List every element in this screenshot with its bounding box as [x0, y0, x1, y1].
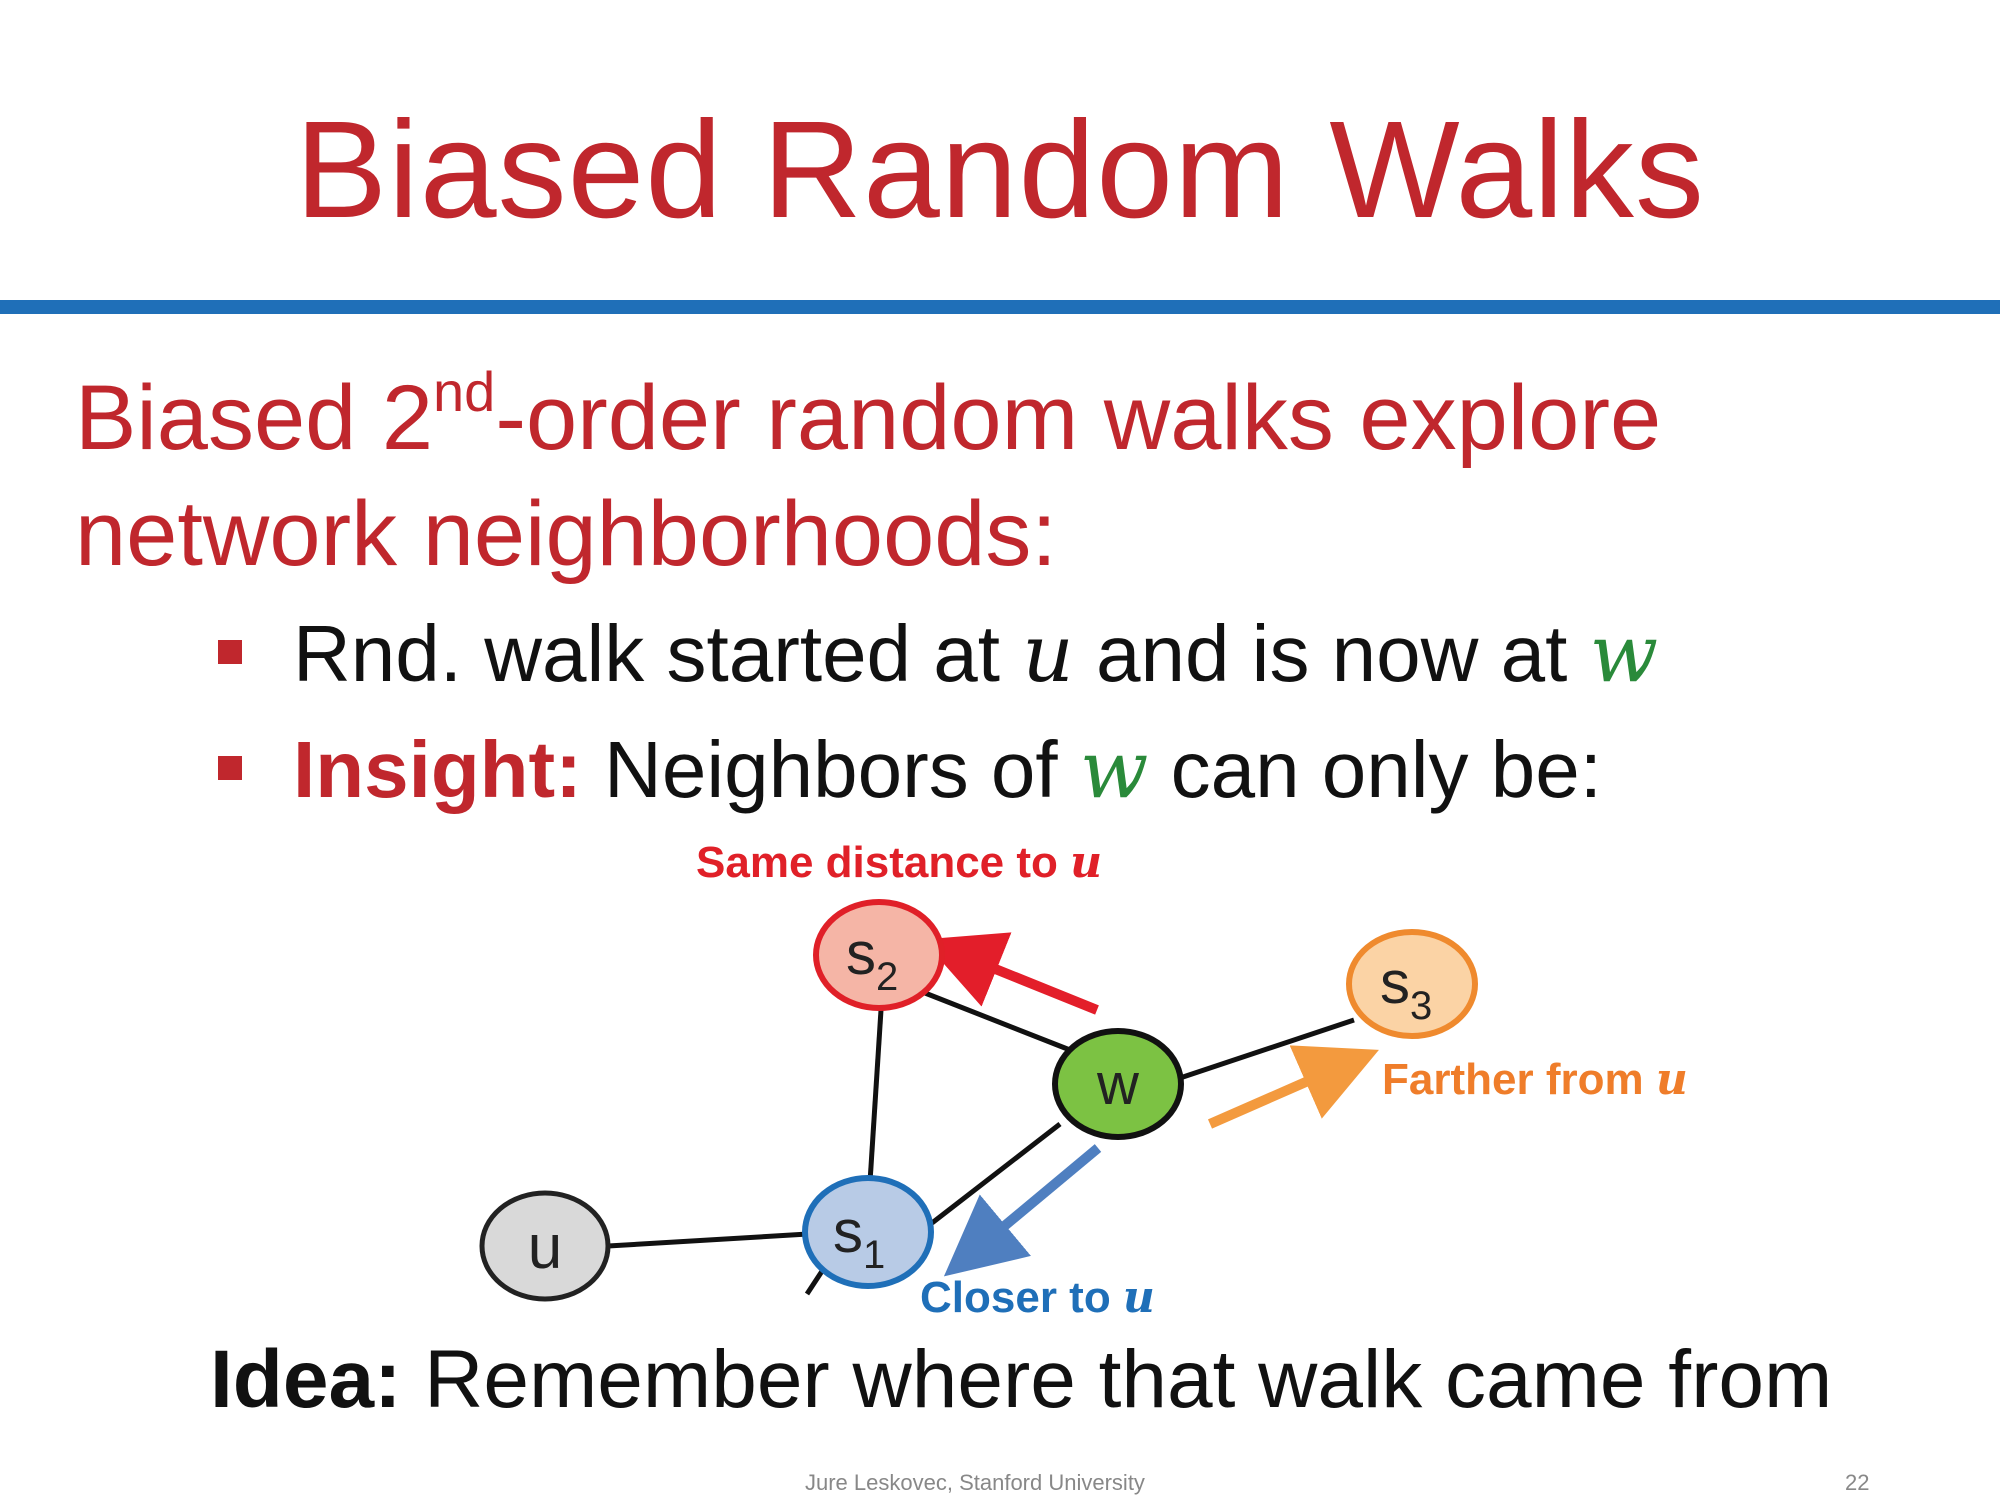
node-s3-subscript: 3 [1410, 984, 1432, 1028]
bullet1-text-b: and is now at [1073, 609, 1590, 698]
edge-s2-s1 [867, 1009, 884, 1183]
page-number: 22 [1845, 1470, 1870, 1495]
bullet2-var-w: w [1079, 723, 1149, 816]
idea-text: Remember where that walk came from [401, 1334, 1833, 1425]
node-s2: s2 [813, 899, 945, 1011]
edge-s2-w [924, 990, 1071, 1053]
bullet1-var-u: u [1022, 607, 1074, 700]
idea-statement: Idea: Remember where that walk came from [210, 1330, 1990, 1430]
red-arrow-same-distance [922, 932, 1099, 1015]
node-w: w [1052, 1028, 1184, 1140]
bullet1-text-a: Rnd. walk started at [293, 609, 1023, 698]
node-s2-letter: s [846, 920, 876, 987]
orange-arrow-farther [1207, 1045, 1379, 1129]
bullet2-text-b: can only be: [1148, 725, 1602, 814]
annotation-farther-var: u [1656, 1054, 1688, 1105]
node-u-outline [479, 1190, 611, 1302]
blue-arrow-closer [943, 1144, 1102, 1277]
node-s2-subscript: 2 [876, 955, 898, 999]
bullet1-var-w: w [1589, 607, 1659, 700]
annotation-closer-var: u [1123, 1272, 1155, 1323]
node-s1: s1 [802, 1175, 934, 1289]
insight-label: Insight: [293, 725, 582, 814]
annotation-closer-text: Closer to [920, 1273, 1123, 1322]
node-s3: s3 [1346, 929, 1478, 1039]
node-w-outline [1052, 1028, 1184, 1140]
lead-statement: Biased 2nd-order random walks explore ne… [75, 360, 1955, 592]
title-divider [0, 300, 2000, 314]
annotation-same-var: u [1070, 837, 1102, 888]
node-s3-circle [1349, 932, 1475, 1036]
node-s3-letter: s [1380, 949, 1410, 1016]
annotation-farther: Farther from u [1382, 1054, 1688, 1105]
lead-part1: Biased 2 [75, 367, 434, 469]
annotation-closer: Closer to u [920, 1272, 1155, 1323]
annotation-same-text: Same distance to [696, 838, 1070, 887]
node-s1-subscript: 1 [863, 1233, 885, 1277]
node-s3-label: s3 [1380, 949, 1432, 1028]
node-s1-outline [802, 1175, 934, 1289]
node-s2-circle [816, 902, 942, 1008]
bullet2-text-a: Neighbors of [581, 725, 1080, 814]
edge-w-s3 [1179, 1017, 1355, 1081]
slide-title: Biased Random Walks [295, 93, 1705, 247]
idea-label: Idea: [210, 1334, 402, 1425]
bullet-insight: Insight: Neighbors of w can only be: [218, 722, 1978, 818]
bullet-walk-state: Rnd. walk started at u and is now at w [218, 606, 1978, 702]
node-w-circle [1055, 1031, 1181, 1137]
node-u-circle [482, 1193, 608, 1299]
node-s1-circle [805, 1178, 931, 1286]
node-s2-outline [813, 899, 945, 1011]
node-w-label: w [1096, 1052, 1140, 1117]
lead-part2: -order random walks explore network neig… [75, 367, 1662, 585]
node-s1-letter: s [833, 1198, 863, 1265]
annotation-same-distance: Same distance to u [696, 837, 1102, 888]
footer-credit: Jure Leskovec, Stanford University [805, 1470, 1145, 1495]
edge-u-s1 [607, 1231, 809, 1249]
node-s2-label: s2 [846, 920, 898, 999]
edge-w-s1 [930, 1122, 1062, 1225]
node-s3-outline [1346, 929, 1478, 1039]
annotation-farther-text: Farther from [1382, 1055, 1656, 1104]
bullet-square-icon [218, 640, 242, 664]
bullet-square-icon [218, 756, 242, 780]
node-u-label: u [528, 1213, 562, 1282]
lead-superscript: nd [433, 360, 496, 423]
node-s1-label: s1 [833, 1198, 885, 1277]
node-u: u [479, 1190, 611, 1302]
